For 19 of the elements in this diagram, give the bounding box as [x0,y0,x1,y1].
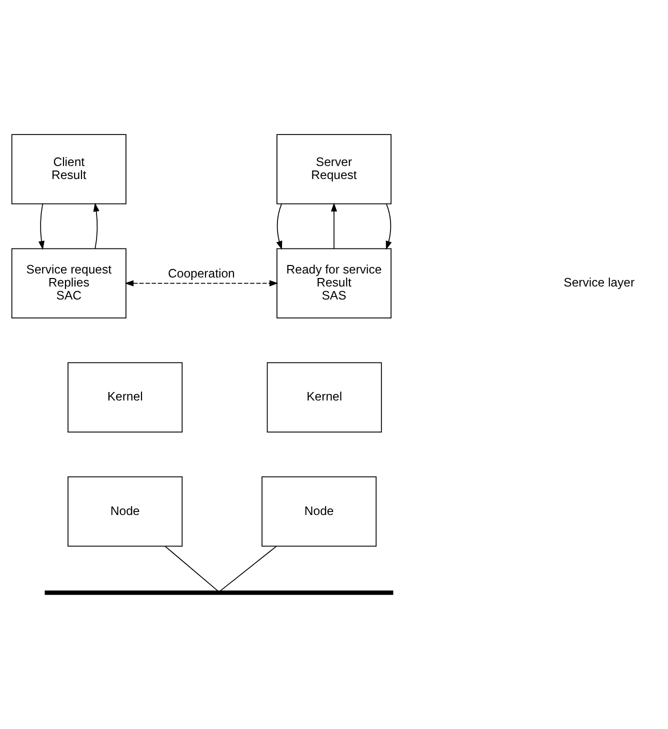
node-box: Node [68,476,183,547]
arrow [38,204,45,250]
arrow [93,202,100,249]
node-bar [44,590,394,595]
node-box: Client Result [11,134,126,204]
node-box: Kernel [266,362,382,433]
edge-label: Cooperation [168,266,235,280]
node-box: Kernel [68,362,183,433]
arrow [330,202,338,249]
node-box: Service request Replies SAC [11,248,126,318]
label: Service layer [564,276,635,290]
node-box: Server Request [276,134,392,204]
connector [220,546,277,592]
connector [164,546,218,592]
node-box: Ready for service Result SAS [276,248,392,318]
node-box: Node [262,476,377,547]
arrow [386,204,392,250]
arrow [124,280,278,286]
arrow [276,204,282,250]
